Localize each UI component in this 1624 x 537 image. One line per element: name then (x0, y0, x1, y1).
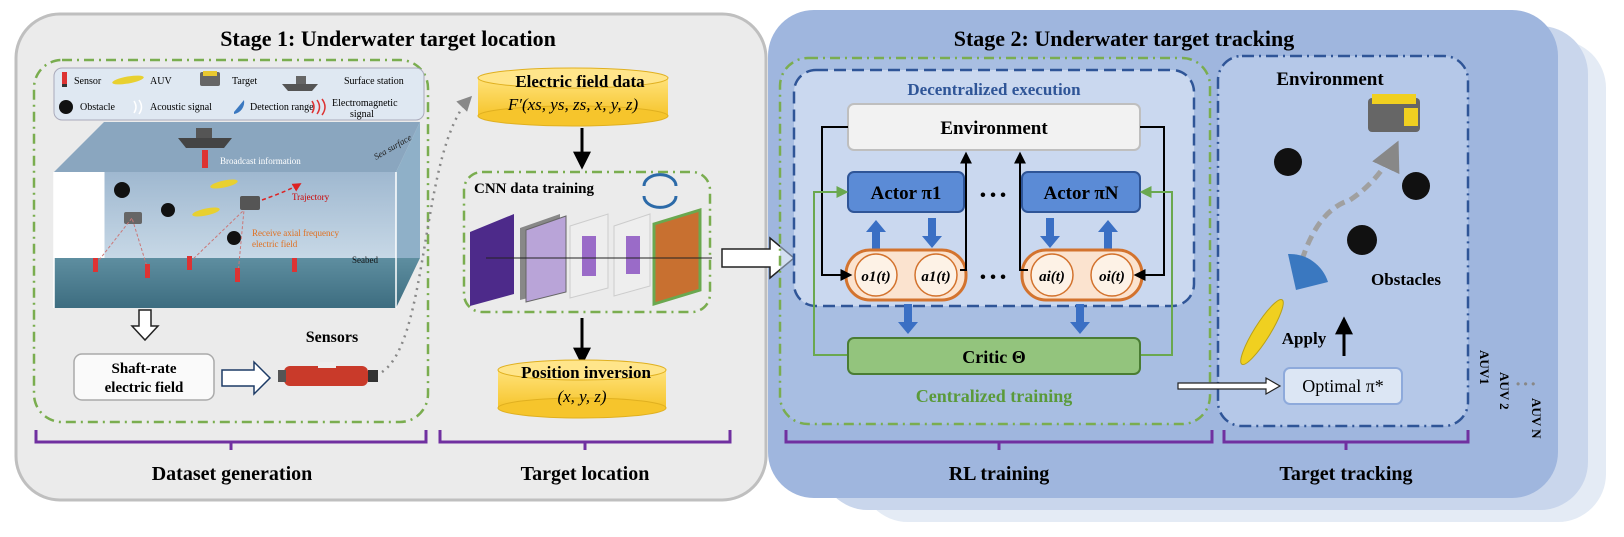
seabed-label: Seabed (352, 255, 378, 265)
critic-label: Critic Θ (962, 347, 1025, 367)
legend-em-signal-label-1: Electromagnetic (332, 98, 398, 109)
trajectory-label: Trajectory (292, 192, 330, 202)
apply-label: Apply (1282, 329, 1327, 348)
tracking-path (1299, 140, 1400, 261)
cnn-layers (470, 207, 712, 307)
seabed-sensors (95, 209, 245, 275)
act-1-node (914, 253, 958, 297)
scene-auv-icon (192, 179, 238, 217)
actor-n-label: Actor πN (1044, 183, 1119, 204)
state-critic-arrows (898, 304, 1090, 334)
legend-em-signal-label-2: signal (350, 109, 374, 120)
target-location-label: Target location (521, 463, 650, 485)
electric-field-data-cylinder (477, 67, 669, 127)
receive-field-label-1: Receive axial frequency (252, 228, 339, 238)
legend-surface-station-icon (282, 76, 318, 91)
act-1-label: a1(t) (921, 269, 950, 285)
tracking-obstacle-icons (1274, 148, 1430, 255)
shaft-rate-box (73, 353, 215, 401)
optimal-policy-label: Optimal π* (1302, 376, 1384, 396)
position-inversion-cylinder (497, 359, 667, 419)
legend-target-label: Target (232, 76, 257, 87)
target-tracking-bracket (1222, 430, 1470, 450)
electric-field-data-label: Electric field data (515, 72, 645, 91)
dataset-generation-label: Dataset generation (152, 463, 313, 485)
legend-em-signal-icon (311, 98, 326, 116)
auv-ellipsis: • • • (1516, 377, 1535, 391)
legend-target-icon (200, 71, 220, 86)
tracking-environment-label: Environment (1276, 69, 1384, 90)
tracking-auv-icon (1240, 298, 1284, 366)
act-i-label: ai(t) (1039, 269, 1065, 285)
legend-obstacle-label: Obstacle (80, 102, 116, 113)
auv1-label: AUV1 (1477, 350, 1492, 385)
stage2-title: Stage 2: Underwater target tracking (954, 26, 1295, 51)
legend-auv-label: AUV (150, 76, 172, 87)
tracking-target-icon (1368, 94, 1420, 132)
legend-auv-icon (112, 75, 144, 85)
legend-detection-range-icon (234, 100, 245, 114)
shaft-rate-label-2: electric field (105, 380, 184, 396)
dotted-connector (381, 95, 473, 374)
rl-training-label: RL training (949, 463, 1050, 485)
stage1-title: Stage 1: Underwater target location (220, 26, 556, 51)
legend-sensor-label: Sensor (74, 76, 102, 87)
down-hollow-arrow (130, 309, 160, 342)
optimal-policy-box (1283, 367, 1403, 405)
scene-target-icon (124, 196, 260, 224)
feedback-lines (821, 126, 1165, 281)
critic-feedback-lines (813, 186, 1173, 356)
trajectory-path (261, 183, 302, 201)
underwater-scene (53, 122, 420, 308)
position-formula: (x, y, z) (557, 387, 606, 406)
obs-1-node (854, 253, 898, 297)
legend-panel (53, 67, 425, 121)
obstacles-label: Obstacles (1371, 270, 1441, 289)
legend-acoustic-signal-label: Acoustic signal (150, 102, 212, 113)
legend-acoustic-signal-icon (133, 99, 143, 115)
detection-range-icon (1288, 253, 1328, 290)
target-tracking-label: Target tracking (1279, 463, 1412, 485)
state-ellipsis: • • • (980, 269, 1006, 286)
receive-field-label-2: electric field (252, 239, 298, 249)
target-location-bracket (438, 430, 732, 450)
shaft-rate-label-1: Shaft-rate (112, 361, 177, 377)
rl-environment-label: Environment (940, 118, 1048, 139)
broadcast-label: Broadcast information (220, 156, 301, 166)
centralized-training-label: Centralized training (916, 386, 1072, 406)
act-i-node (1030, 253, 1074, 297)
obs-i-node (1090, 253, 1134, 297)
dataset-generation-bracket (34, 430, 428, 450)
cnn-box (462, 170, 712, 314)
sensor-device-icon (278, 362, 378, 386)
actor-ellipsis: • • • (980, 187, 1006, 204)
legend-obstacle-icon (59, 100, 73, 114)
to-optimal-arrow (1177, 376, 1282, 396)
auvn-label: AUV N (1529, 398, 1544, 439)
obs-1-label: o1(t) (861, 269, 890, 285)
actor-obs-arrows (866, 218, 1118, 250)
cnn-training-label: CNN data training (474, 181, 595, 197)
auv2-label: AUV 2 (1497, 372, 1512, 410)
right-hollow-arrow-1 (221, 360, 272, 396)
critic-box (847, 337, 1141, 375)
dataset-generation-box (32, 58, 430, 424)
scene-obstacle-icon (114, 182, 241, 245)
tracking-environment-box (1216, 54, 1470, 428)
electric-field-formula: F′(xs, ys, zs, x, y, z) (507, 95, 639, 114)
legend-sensor-icon (62, 72, 67, 87)
position-inversion-label: Position inversion (521, 363, 651, 382)
sensors-label: Sensors (306, 329, 358, 346)
legend-surface-station-label: Surface station (344, 76, 404, 87)
surface-station-icon (178, 128, 232, 168)
decentralized-execution-label: Decentralized execution (907, 80, 1081, 99)
obs-i-label: oi(t) (1099, 269, 1125, 285)
seabed-sensor-icons (93, 256, 297, 282)
legend-detection-range-label: Detection range (250, 102, 314, 113)
refresh-icon (642, 173, 678, 209)
actor-1-label: Actor π1 (871, 183, 942, 204)
rl-training-bracket (784, 430, 1214, 450)
